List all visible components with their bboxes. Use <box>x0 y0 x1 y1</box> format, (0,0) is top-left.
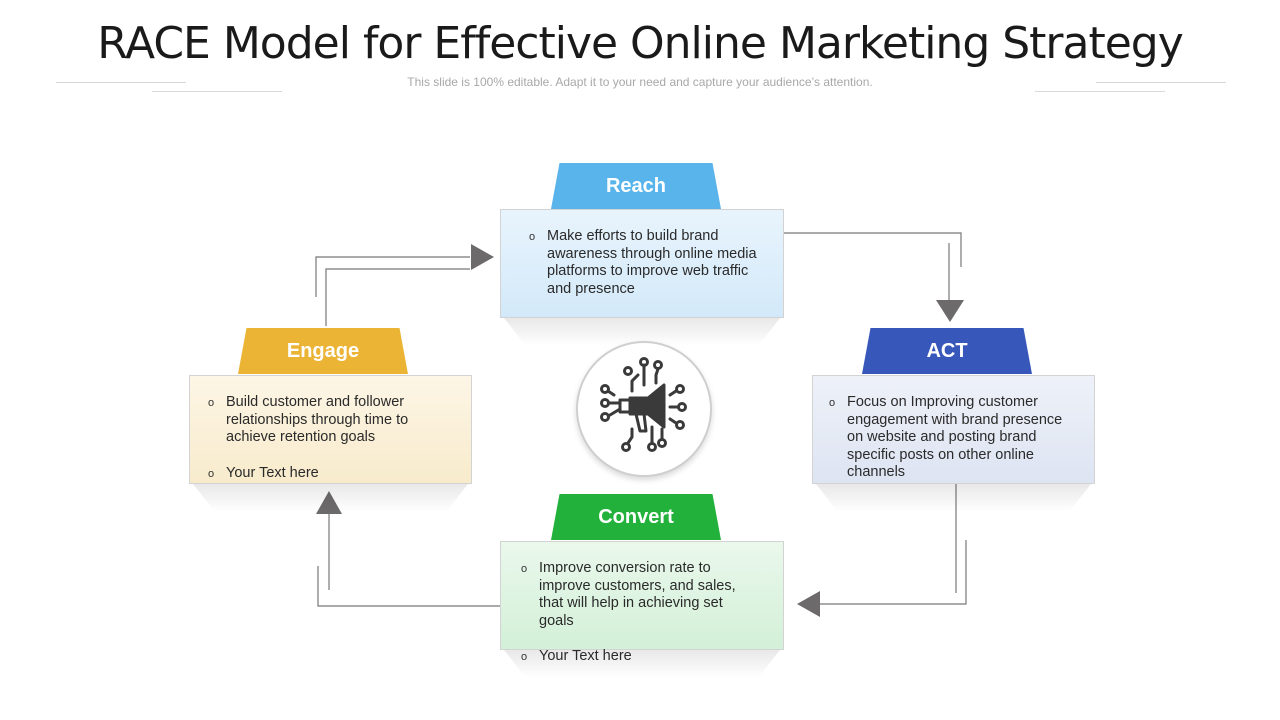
page-subtitle: This slide is 100% editable. Adapt it to… <box>407 75 873 89</box>
engage-box-shadow <box>193 484 468 512</box>
engage-bullet-1: Build customer and follower relationship… <box>208 394 449 447</box>
engage-stage-label: Engage <box>286 339 360 362</box>
act-stage-tab: ACT <box>862 328 1032 374</box>
engage-stage-tab: Engage <box>238 328 408 374</box>
act-stage-label: ACT <box>926 339 968 362</box>
arrowhead-left <box>797 591 820 617</box>
convert-stage-box: Improve conversion rate to improve custo… <box>500 541 784 666</box>
reach-stage-label: Reach <box>605 174 667 197</box>
divider-right-upper <box>1096 82 1226 83</box>
divider-left-upper <box>56 82 186 83</box>
reach-bullet-1: Make efforts to build brand awareness th… <box>529 228 761 298</box>
arrowhead-right <box>471 244 494 270</box>
convert-stage-tab: Convert <box>551 494 721 540</box>
reach-stage-box: Make efforts to build brand awareness th… <box>500 209 784 318</box>
convert-bullet-1: Improve conversion rate to improve custo… <box>521 560 761 630</box>
center-hub <box>576 341 712 477</box>
reach-stage-tab: Reach <box>551 163 721 209</box>
divider-right-lower <box>1035 91 1165 92</box>
engage-bullet-2: Your Text here <box>208 465 449 483</box>
convert-bullet-2: Your Text here <box>521 648 761 666</box>
page-title: RACE Model for Effective Online Marketin… <box>97 18 1184 69</box>
act-box-shadow <box>816 484 1091 512</box>
act-bullet-1: Focus on Improving customer engagement w… <box>829 394 1072 482</box>
arrowhead-up <box>316 491 342 514</box>
arrowhead-down <box>936 300 964 322</box>
divider-left-lower <box>152 91 282 92</box>
act-stage-box: Focus on Improving customer engagement w… <box>812 375 1095 484</box>
engage-stage-box: Build customer and follower relationship… <box>189 375 472 484</box>
megaphone-circuit-icon <box>600 357 687 452</box>
convert-stage-label: Convert <box>598 505 674 528</box>
